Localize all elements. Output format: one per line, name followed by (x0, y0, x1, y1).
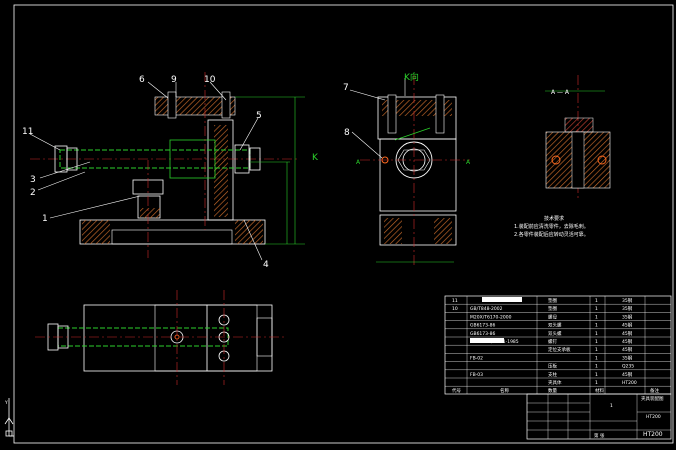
bom-cell-name: 双头螺 (548, 330, 562, 337)
main-view: K (29, 72, 319, 261)
bom-cell-material: 45钢 (622, 322, 633, 329)
bom-cell-material: 45钢 (622, 330, 633, 337)
bom-cell-qty: 1 (595, 331, 598, 337)
tech-note-line-1: 1.装配前应清洗零件，去除毛刺。 (514, 223, 589, 230)
callout-9: 4 (263, 260, 269, 270)
bom-cell-code: GB6173-86 (470, 331, 496, 337)
bom-cell-name: 垫圈 (548, 305, 557, 312)
bom-cell-name: 压板 (548, 363, 557, 370)
scale-value: 1 (610, 403, 613, 409)
callout-8: 8 (344, 128, 350, 138)
material-code: HT200 (646, 414, 661, 420)
section-marker-right: A (466, 159, 471, 166)
bom-cell-qty: 1 (595, 314, 598, 320)
bom-cell-material: Q235 (622, 364, 634, 370)
bom-cell-material: 35钢 (622, 297, 633, 304)
bom-cell-qty: 1 (595, 347, 598, 353)
bom-cell-qty: 1 (595, 364, 598, 370)
bom-cell-material: 35钢 (622, 305, 633, 312)
dimension-k-label: K (312, 153, 319, 163)
callout-2: 2 (30, 188, 36, 198)
callout-11: 11 (22, 127, 33, 137)
side-view-title: K向 (404, 71, 419, 83)
tech-note-line-2: 2.各零件装配后应转动灵活可靠。 (514, 231, 589, 238)
bom-cell-no: 11 (452, 298, 458, 304)
section-title-a-a: A — A (551, 89, 570, 96)
bom-table (444, 295, 672, 395)
callout-10: 5 (256, 111, 262, 121)
bom-cell-qty: 1 (595, 380, 598, 386)
bom-cell-code: FB-03 (470, 372, 483, 378)
callout-7: 7 (343, 83, 349, 93)
section-view (545, 75, 611, 200)
bom-cell-code: M8*30GB/T70.1-1985 (470, 339, 519, 345)
bom-cell-material: 35钢 (622, 354, 633, 361)
bom-header-cell: 材料 (595, 387, 604, 394)
sheet-label: 第 张 (594, 432, 605, 439)
bom-cell-material: 35钢 (622, 313, 633, 320)
bom-cell-material: 45钢 (622, 346, 633, 353)
title-block (526, 393, 672, 440)
bom-cell-qty: 1 (595, 355, 598, 361)
ucs-icon (4, 398, 14, 437)
bom-header-cell: 名称 (500, 387, 509, 394)
bom-cell-material: 45钢 (622, 338, 633, 345)
bom-header-cell: 备注 (650, 387, 659, 394)
bom-cell-code: GB6173-86 (470, 323, 496, 329)
bom-cell-material: 45钢 (622, 371, 633, 378)
callout-3: 3 (30, 175, 36, 185)
bom-cell-qty: 1 (595, 306, 598, 312)
bom-cell-qty: 1 (595, 323, 598, 329)
bom-cell-qty: 1 (595, 339, 598, 345)
bom-cell-material: HT200 (622, 380, 637, 386)
bom-header-cell: 代号 (452, 387, 461, 394)
bom-cell-name: 双头螺 (548, 322, 562, 329)
callout-4: 6 (139, 75, 145, 85)
drawing-title: 夹具装配图 (641, 395, 664, 402)
bom-cell-qty: 1 (595, 372, 598, 378)
bom-cell-code: M20X/T6170-2000 (470, 314, 512, 320)
bom-cell-name: 支柱 (548, 371, 557, 378)
bom-cell-qty: 1 (595, 298, 598, 304)
bom-header-cell: 数量 (548, 387, 557, 394)
callout-1: 1 (42, 214, 48, 224)
top-view (35, 290, 285, 385)
callout-6: 10 (204, 75, 216, 85)
bom-cell-no: 10 (452, 306, 458, 312)
bom-cell-name: 定位支承板 (548, 346, 571, 353)
bom-cell-code: FB-02 (470, 355, 483, 361)
bom-cell-name: 垫圈 (548, 297, 557, 304)
bom-cell-code: GB/T848-2002 (470, 306, 503, 312)
bom-cell-name: 夹具体 (548, 379, 562, 386)
side-view (349, 75, 470, 265)
bom-cell-name: 螺钉 (548, 338, 557, 345)
drawing-frame (13, 4, 674, 444)
bom-cell-name: 螺母 (548, 313, 557, 320)
tech-notes-title: 技术要求 (544, 215, 564, 222)
material-code-large: HT200 (643, 431, 663, 438)
bom-header: 代号 名称 数量 材料 备注 (452, 387, 659, 394)
callout-5: 9 (171, 75, 177, 85)
ucs-y-label: Y (4, 400, 8, 406)
section-marker-left: A (356, 159, 361, 166)
